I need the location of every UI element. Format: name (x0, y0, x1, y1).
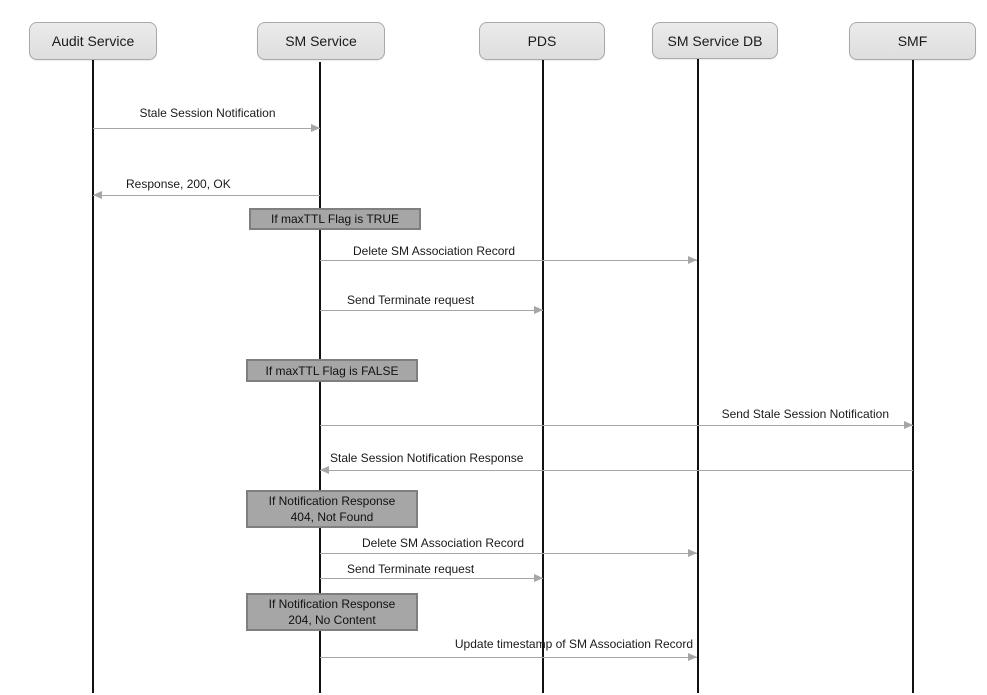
lifeline-smf (912, 60, 914, 693)
message-label: Stale Session Notification Response (330, 451, 524, 465)
actor-label: PDS (527, 33, 557, 49)
message-label: Send Terminate request (347, 562, 475, 576)
actor-box-smf: SMF (849, 22, 976, 60)
message-label: Delete SM Association Record (353, 244, 516, 258)
condition-text: If Notification Response (268, 597, 396, 611)
condition-box-response-404: If Notification Response 404, Not Found (246, 490, 418, 528)
actor-box-sm-service: SM Service (257, 22, 385, 60)
actor-label: SM Service (285, 33, 357, 49)
condition-box-maxttl-false: If maxTTL Flag is FALSE (246, 359, 418, 382)
lifeline-pds (542, 60, 544, 693)
message-arrow-line (320, 425, 913, 426)
actor-label: SM Service DB (667, 32, 763, 49)
arrowhead-right-icon (534, 574, 543, 582)
message-arrow-line (320, 578, 543, 579)
condition-box-response-204: If Notification Response 204, No Content (246, 593, 418, 631)
actor-box-sm-service-db: SM Service DB (652, 22, 778, 59)
actor-label: Audit Service (51, 33, 135, 49)
lifeline-audit-service (92, 60, 94, 693)
arrowhead-right-icon (534, 306, 543, 314)
arrowhead-right-icon (688, 549, 697, 557)
message-arrow-line (320, 657, 697, 658)
condition-text: If maxTTL Flag is TRUE (270, 212, 400, 226)
message-label: Update timestamp of SM Association Recor… (454, 637, 693, 651)
condition-text: 404, Not Found (290, 510, 374, 524)
message-arrow-line (320, 260, 697, 261)
condition-text: If maxTTL Flag is FALSE (265, 363, 399, 378)
condition-text: If Notification Response (268, 494, 396, 508)
arrowhead-right-icon (688, 256, 697, 264)
message-label: Delete SM Association Record (362, 536, 525, 550)
message-arrow-line (93, 128, 320, 129)
message-label: Send Stale Session Notification (721, 407, 889, 421)
condition-box-maxttl-true: If maxTTL Flag is TRUE (249, 208, 421, 230)
actor-box-pds: PDS (479, 22, 605, 60)
message-label: Send Terminate request (347, 293, 475, 307)
arrowhead-right-icon (904, 421, 913, 429)
arrowhead-right-icon (311, 124, 320, 132)
message-label: Stale Session Notification (139, 106, 276, 120)
message-label: Response, 200, OK (126, 177, 231, 191)
actor-label: SMF (897, 33, 928, 49)
arrowhead-left-icon (320, 466, 329, 474)
arrowhead-left-icon (93, 191, 102, 199)
actor-box-audit-service: Audit Service (29, 22, 157, 60)
lifeline-sm-service-db (697, 59, 699, 693)
message-arrow-line (320, 553, 697, 554)
message-arrow-line (320, 470, 913, 471)
message-arrow-line (320, 310, 543, 311)
message-arrow-line (93, 195, 320, 196)
arrowhead-right-icon (688, 653, 697, 661)
condition-text: 204, No Content (288, 613, 376, 627)
